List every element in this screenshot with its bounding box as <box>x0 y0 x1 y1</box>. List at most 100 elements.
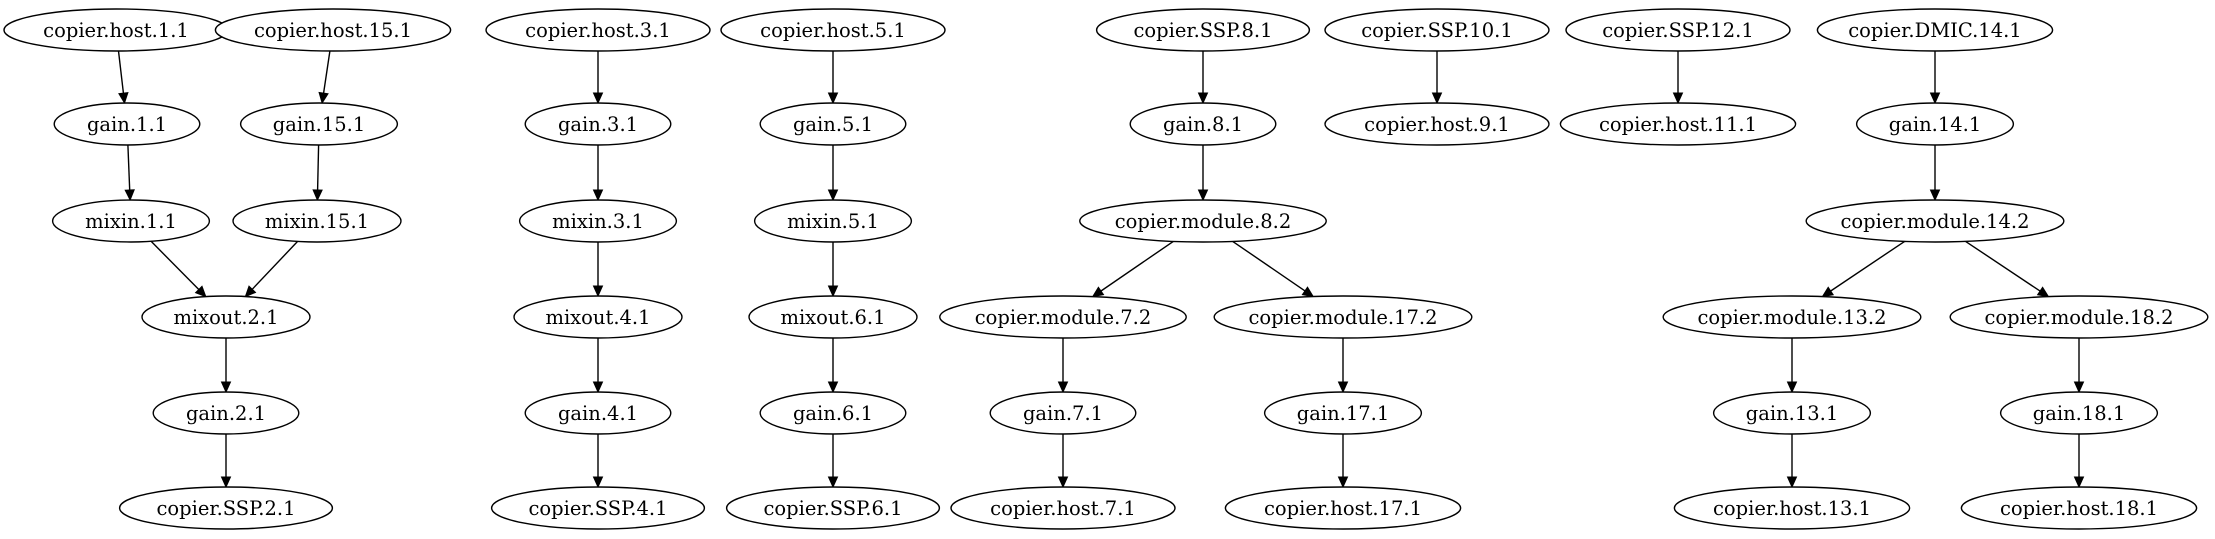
edge-line <box>117 50 125 94</box>
node-label: mixout.4.1 <box>545 306 650 329</box>
arrowhead <box>827 92 839 105</box>
node-shape <box>1559 102 1797 146</box>
arrowhead <box>592 92 604 105</box>
node-label: gain.8.1 <box>1163 113 1243 136</box>
node-label: mixout.6.1 <box>780 306 885 329</box>
node-shape <box>950 486 1176 530</box>
edge-gain-2-1-to-ssp-2-1 <box>220 434 232 489</box>
node-gain-8-1: gain.8.1 <box>1129 102 1277 146</box>
node-mixin-15-1: mixin.15.1 <box>232 199 402 243</box>
node-label: copier.SSP.12.1 <box>1602 19 1753 42</box>
edge-mixin-15-1-to-mixout-2-1 <box>244 240 299 298</box>
node-gain-4-1: gain.4.1 <box>524 391 672 435</box>
edge-host-5-1-to-gain-5-1 <box>827 51 839 105</box>
node-label: copier.SSP.4.1 <box>528 497 667 520</box>
node-dmic-14-1: copier.DMIC.14.1 <box>1816 8 2054 52</box>
node-label: copier.SSP.2.1 <box>156 497 295 520</box>
edge-gain-4-1-to-ssp-4-1 <box>592 434 604 489</box>
node-shape <box>51 199 211 243</box>
node-label: mixin.1.1 <box>85 210 177 233</box>
node-shape <box>518 199 678 243</box>
arrowhead <box>312 189 323 202</box>
edge-mixout-2-1-to-gain-2-1 <box>220 338 232 394</box>
arrowhead <box>1197 92 1209 105</box>
arrowhead <box>827 381 839 394</box>
node-shape <box>720 8 946 52</box>
node-host-11-1: copier.host.11.1 <box>1559 102 1797 146</box>
node-mixin-3-1: mixin.3.1 <box>518 199 678 243</box>
node-module-7-2: copier.module.7.2 <box>939 295 1187 339</box>
node-gain-6-1: gain.6.1 <box>759 391 907 435</box>
arrowhead <box>1786 381 1798 394</box>
node-label: gain.17.1 <box>1297 402 1390 425</box>
node-shape <box>239 102 399 146</box>
edge-gain-7-1-to-host-7-1 <box>1057 434 1069 489</box>
arrowhead <box>1197 189 1209 202</box>
node-host-13-1: copier.host.13.1 <box>1673 486 1911 530</box>
arrowhead <box>318 91 329 105</box>
node-label: gain.7.1 <box>1023 402 1103 425</box>
node-label: mixout.2.1 <box>173 306 278 329</box>
node-module-14-2: copier.module.14.2 <box>1805 199 2065 243</box>
node-ssp-2-1: copier.SSP.2.1 <box>118 486 334 530</box>
node-shape <box>118 486 334 530</box>
node-shape <box>485 8 711 52</box>
node-gain-13-1: gain.13.1 <box>1712 391 1872 435</box>
node-shape <box>1805 199 2065 243</box>
node-shape <box>1213 295 1473 339</box>
arrowhead <box>1301 286 1315 298</box>
arrowhead <box>592 189 604 202</box>
node-shape <box>1565 8 1791 52</box>
edge-line <box>1100 240 1174 292</box>
node-label: gain.15.1 <box>273 113 366 136</box>
node-module-18-2: copier.module.18.2 <box>1949 295 2209 339</box>
edge-mixin-1-1-to-mixout-2-1 <box>150 240 207 298</box>
edge-line <box>322 50 331 94</box>
node-shape <box>490 486 706 530</box>
node-label: gain.1.1 <box>87 113 167 136</box>
node-shape <box>1855 102 2015 146</box>
node-shape <box>1324 8 1550 52</box>
node-shape <box>1816 8 2054 52</box>
arrowhead <box>1337 476 1349 489</box>
arrowhead <box>124 189 135 202</box>
node-module-17-2: copier.module.17.2 <box>1213 295 1473 339</box>
edge-host-15-1-to-gain-15-1 <box>318 50 331 105</box>
node-label: copier.host.15.1 <box>254 19 412 42</box>
node-ssp-8-1: copier.SSP.8.1 <box>1095 8 1311 52</box>
node-gain-14-1: gain.14.1 <box>1855 102 2015 146</box>
edge-module-14-2-to-module-18-2 <box>1965 240 2050 298</box>
node-shape <box>152 391 300 435</box>
node-mixin-1-1: mixin.1.1 <box>51 199 211 243</box>
edge-gain-3-1-to-mixin-3-1 <box>592 145 604 202</box>
edge-module-7-2-to-gain-7-1 <box>1057 338 1069 394</box>
edge-ssp-8-1-to-gain-8-1 <box>1197 51 1209 105</box>
node-label: copier.host.18.1 <box>2000 497 2158 520</box>
node-shape <box>1960 486 2198 530</box>
node-shape <box>725 486 941 530</box>
arrowhead <box>194 285 207 298</box>
node-gain-1-1: gain.1.1 <box>53 102 201 146</box>
node-label: mixin.5.1 <box>787 210 879 233</box>
node-gain-5-1: gain.5.1 <box>759 102 907 146</box>
node-ssp-10-1: copier.SSP.10.1 <box>1324 8 1550 52</box>
node-label: gain.2.1 <box>186 402 266 425</box>
arrowhead <box>2073 476 2085 489</box>
arrowhead <box>592 381 604 394</box>
arrowhead <box>2036 286 2050 298</box>
arrowhead <box>1929 92 1941 105</box>
node-host-15-1: copier.host.15.1 <box>214 8 452 52</box>
edges-layer <box>117 50 2085 489</box>
node-shape <box>524 102 672 146</box>
node-shape <box>232 199 402 243</box>
node-host-9-1: copier.host.9.1 <box>1324 102 1550 146</box>
edge-host-1-1-to-gain-1-1 <box>117 50 129 105</box>
edge-line <box>1965 240 2041 292</box>
node-label: copier.module.14.2 <box>1841 210 2030 233</box>
node-label: copier.module.7.2 <box>975 306 1152 329</box>
arrowhead <box>1057 381 1069 394</box>
node-shape <box>214 8 452 52</box>
node-label: mixin.15.1 <box>265 210 369 233</box>
